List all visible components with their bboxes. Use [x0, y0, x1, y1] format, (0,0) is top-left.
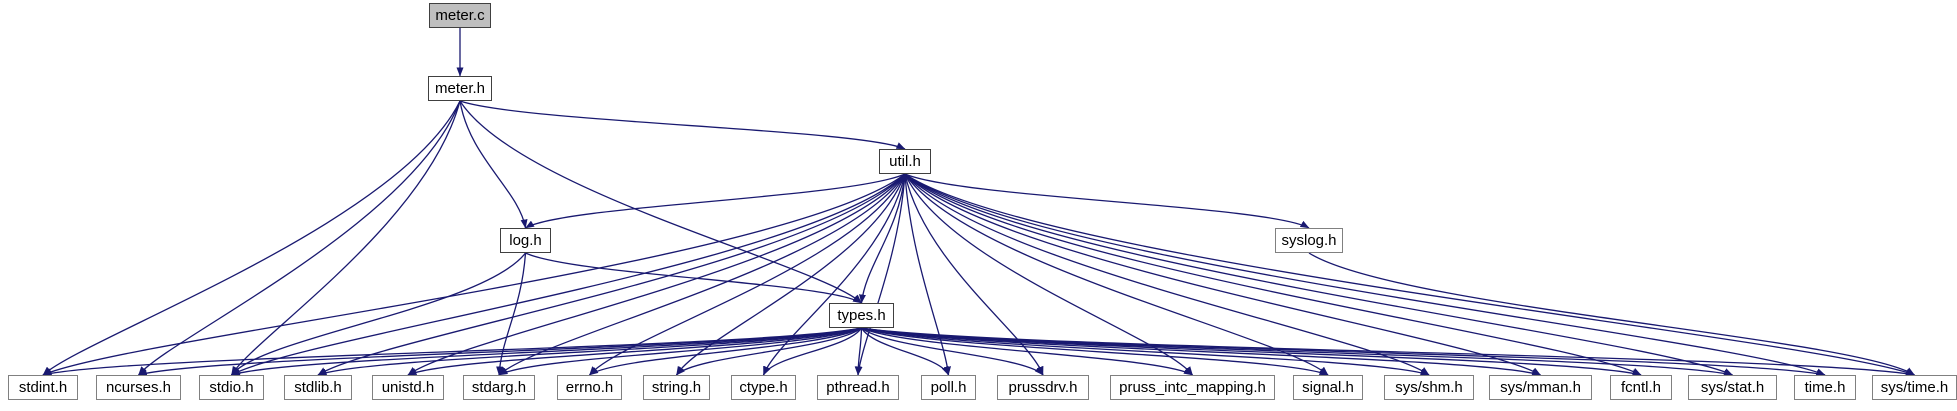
graph-edge-util-h-to-stdio-h	[231, 173, 906, 376]
graph-node-sys-time-h[interactable]: sys/time.h	[1872, 375, 1957, 400]
graph-edge-util-h-to-types-h	[858, 173, 906, 304]
graph-node-meter-h[interactable]: meter.h	[428, 76, 492, 101]
graph-edge-types-h-to-poll-h	[860, 327, 950, 376]
graph-node-stdio-h[interactable]: stdio.h	[199, 375, 264, 400]
graph-edge-types-h-to-unistd-h	[407, 327, 862, 376]
graph-edge-util-h-to-pruss-intc-mapping-h	[904, 173, 1194, 376]
graph-edge-types-h-to-string-h	[676, 327, 862, 376]
graph-edge-types-h-to-time-h	[861, 327, 1826, 377]
graph-edge-util-h-to-syslog-h	[904, 173, 1310, 229]
graph-edge-meter-h-to-ncurses-h	[138, 100, 461, 376]
graph-edge-util-h-to-fcntl-h	[904, 173, 1642, 376]
graph-edge-log-h-to-stdarg-h	[496, 252, 527, 376]
graph-node-sys-mman-h[interactable]: sys/mman.h	[1489, 375, 1592, 400]
graph-edge-types-h-to-stdlib-h	[317, 327, 862, 376]
graph-edge-types-h-to-ncurses-h	[138, 327, 862, 377]
graph-edge-util-h-to-stdint-h	[42, 173, 906, 376]
graph-node-types-h[interactable]: types.h	[829, 303, 894, 328]
graph-edge-util-h-to-sys-time-h	[904, 173, 1915, 376]
graph-edge-log-h-to-types-h	[525, 252, 862, 304]
graph-edge-types-h-to-pthread-h	[854, 327, 863, 376]
graph-edge-types-h-to-signal-h	[861, 327, 1329, 376]
graph-node-syslog-h[interactable]: syslog.h	[1275, 228, 1343, 253]
graph-edge-meter-h-to-stdio-h	[230, 100, 461, 376]
graph-node-sys-stat-h[interactable]: sys/stat.h	[1688, 375, 1777, 400]
graph-edge-types-h-to-sys-mman-h	[861, 327, 1541, 377]
graph-edge-util-h-to-signal-h	[904, 173, 1329, 376]
graph-node-ctype-h[interactable]: ctype.h	[731, 375, 796, 400]
graph-edge-meter-h-to-types-h	[459, 100, 862, 304]
graph-edge-meter-h-to-log-h	[459, 100, 528, 229]
graph-node-signal-h[interactable]: signal.h	[1293, 375, 1363, 400]
graph-edge-util-h-to-prussdrv-h	[904, 173, 1044, 376]
graph-node-string-h[interactable]: string.h	[643, 375, 710, 400]
graph-node-prussdrv-h[interactable]: prussdrv.h	[997, 375, 1089, 400]
graph-edge-types-h-to-errno-h	[589, 327, 862, 376]
graph-edge-util-h-to-poll-h	[904, 173, 952, 376]
graph-node-pruss-intc-mapping-h[interactable]: pruss_intc_mapping.h	[1110, 375, 1275, 400]
graph-node-poll-h[interactable]: poll.h	[921, 375, 976, 400]
graph-edge-types-h-to-sys-shm-h	[861, 327, 1430, 376]
graph-edge-types-h-to-ctype-h	[762, 327, 863, 376]
graph-node-stdlib-h[interactable]: stdlib.h	[284, 375, 352, 400]
graph-edge-util-h-to-unistd-h	[407, 173, 906, 376]
graph-node-stdint-h[interactable]: stdint.h	[8, 375, 78, 400]
graph-node-log-h[interactable]: log.h	[500, 228, 551, 253]
graph-edge-util-h-to-string-h	[675, 173, 906, 376]
graph-edge-types-h-to-stdarg-h	[498, 327, 862, 376]
graph-edge-types-h-to-prussdrv-h	[861, 327, 1044, 376]
graph-edge-util-h-to-sys-stat-h	[904, 173, 1733, 376]
graph-node-pthread-h[interactable]: pthread.h	[817, 375, 899, 400]
graph-edge-util-h-to-time-h	[904, 173, 1826, 376]
graph-node-ncurses-h[interactable]: ncurses.h	[96, 375, 181, 400]
graph-edge-meter-h-to-stdint-h	[42, 100, 461, 376]
graph-edge-util-h-to-stdarg-h	[498, 173, 906, 376]
graph-edge-syslog-h-to-sys-time-h	[1308, 252, 1915, 376]
graph-node-meter-c[interactable]: meter.c	[429, 3, 491, 28]
graph-edge-log-h-to-stdio-h	[230, 252, 527, 376]
graph-edge-types-h-to-sys-time-h	[861, 327, 1915, 377]
graph-node-util-h[interactable]: util.h	[879, 149, 931, 174]
graph-node-sys-shm-h[interactable]: sys/shm.h	[1384, 375, 1474, 400]
graph-edge-types-h-to-pruss-intc-mapping-h	[861, 327, 1193, 376]
graph-edge-types-h-to-stdint-h	[42, 327, 862, 377]
graph-edge-meter-h-to-util-h	[459, 100, 906, 150]
graph-node-unistd-h[interactable]: unistd.h	[372, 375, 444, 400]
graph-node-fcntl-h[interactable]: fcntl.h	[1610, 375, 1672, 400]
graph-node-time-h[interactable]: time.h	[1794, 375, 1856, 400]
graph-node-stdarg-h[interactable]: stdarg.h	[463, 375, 535, 400]
graph-edge-util-h-to-log-h	[525, 173, 906, 229]
graph-edge-types-h-to-stdio-h	[231, 327, 862, 376]
graph-node-errno-h[interactable]: errno.h	[557, 375, 622, 400]
graph-edge-util-h-to-pthread-h	[855, 173, 906, 376]
